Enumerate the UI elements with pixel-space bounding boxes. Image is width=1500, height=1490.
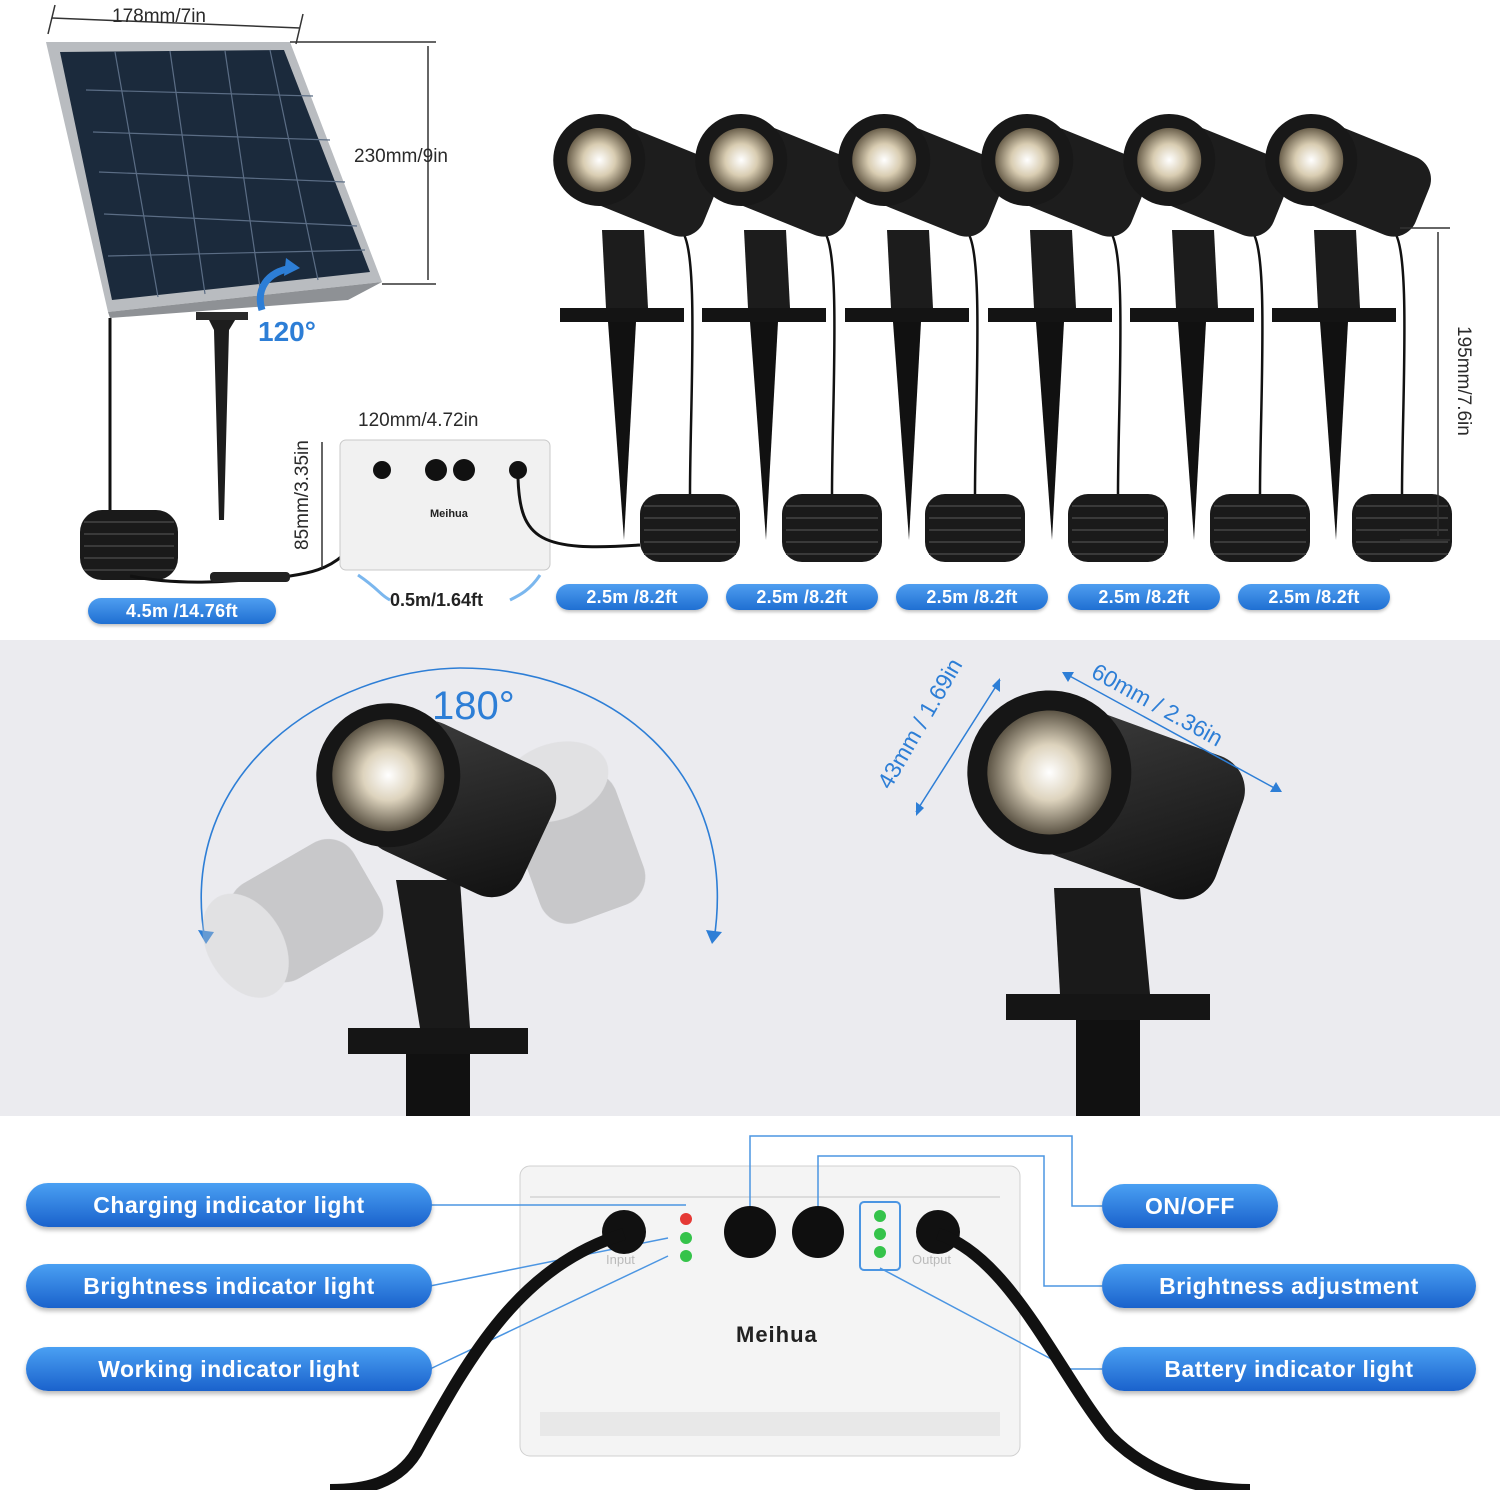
charging-led-icon — [680, 1213, 692, 1225]
output-port-label: Output — [912, 1252, 952, 1267]
input-port-label: Input — [606, 1252, 635, 1267]
cable-length-light-5: 2.5m /8.2ft — [1238, 584, 1390, 610]
cable-length-light-1: 2.5m /8.2ft — [556, 584, 708, 610]
spotlight-row — [553, 113, 1452, 562]
brightness-button-icon — [792, 1206, 844, 1258]
box-height-label: 85mm/3.35in — [292, 440, 313, 550]
rotation-angle-label: 180° — [432, 684, 515, 728]
battery-led-2-icon — [874, 1228, 886, 1240]
cable-length-panel: 4.5m /14.76ft — [88, 598, 276, 624]
output-cable — [936, 1228, 1251, 1490]
box-brand-small: Meihua — [430, 508, 468, 520]
panel-width-label: 178mm/7in — [112, 6, 206, 27]
working-led-icon — [680, 1250, 692, 1262]
label-onoff: ON/OFF — [1102, 1184, 1278, 1228]
onoff-button-icon — [724, 1206, 776, 1258]
cable-length-light-4: 2.5m /8.2ft — [1068, 584, 1220, 610]
controller-box — [519, 1165, 1021, 1457]
rotation-and-size-section: 180° 43mm / 1.69in 60mm / 2.36in — [0, 640, 1500, 1116]
product-dimensions-section: 178mm/7in 230mm/9in 120° 120mm/4.72in 85… — [0, 0, 1500, 640]
light-height-arrow — [1400, 227, 1450, 541]
spotlight-4 — [981, 113, 1168, 562]
cable-coil-panel — [80, 510, 178, 580]
panel-height-label: 230mm/9in — [354, 146, 448, 167]
controller-detail-section: Input Output Meihua Charging indicator l… — [0, 1116, 1500, 1490]
rotation-arc — [200, 667, 719, 941]
output-port-icon — [916, 1210, 960, 1254]
spotlight-1 — [553, 113, 740, 562]
cable-length-light-2: 2.5m /8.2ft — [726, 584, 878, 610]
label-battery-indicator: Battery indicator light — [1102, 1347, 1476, 1391]
controller-drawing — [329, 1135, 1251, 1490]
panel-tilt-label: 120° — [258, 316, 316, 347]
spotlight-5 — [1123, 113, 1310, 562]
input-cable — [329, 1228, 626, 1490]
spotlight-rotating — [316, 703, 557, 1116]
solar-panel — [46, 42, 382, 520]
input-port-icon — [602, 1210, 646, 1254]
brightness-led-icon — [680, 1232, 692, 1244]
controller-box-small — [339, 439, 551, 571]
label-working-indicator: Working indicator light — [26, 1347, 432, 1391]
spotlight-3 — [838, 113, 1025, 562]
cable-length-box: 0.5m/1.64ft — [390, 590, 484, 610]
spotlight-2 — [695, 113, 882, 562]
dimensions-drawing — [46, 4, 1452, 602]
size-arrows — [915, 673, 1279, 813]
light-height-label: 195mm/7.6in — [1453, 326, 1474, 436]
spotlight-6 — [1265, 113, 1452, 562]
panel-height-arrow — [290, 41, 436, 285]
label-charging-indicator: Charging indicator light — [26, 1183, 432, 1227]
panel-width-arrow — [47, 4, 304, 45]
label-brightness-adjustment: Brightness adjustment — [1102, 1264, 1476, 1308]
controller-brand: Meihua — [736, 1322, 818, 1347]
label-brightness-indicator: Brightness indicator light — [26, 1264, 432, 1308]
cable-length-light-3: 2.5m /8.2ft — [896, 584, 1048, 610]
battery-led-3-icon — [874, 1246, 886, 1258]
battery-led-1-icon — [874, 1210, 886, 1222]
rotation-drawing — [198, 667, 1282, 1116]
box-width-label: 120mm/4.72in — [358, 410, 479, 431]
ghost-lamp-positions — [202, 741, 646, 998]
spotlight-size — [967, 690, 1245, 1116]
